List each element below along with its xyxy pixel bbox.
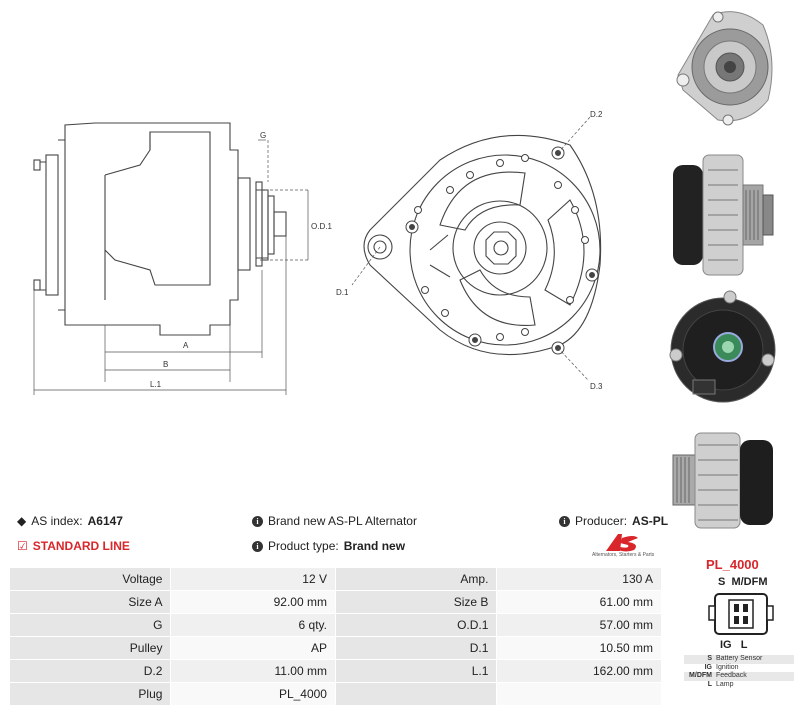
- spec-key: O.D.1: [334, 613, 498, 637]
- dim-d2-label: D.2: [590, 110, 603, 119]
- standard-line: ☑ STANDARD LINE: [17, 539, 130, 553]
- spec-value: PL_4000: [170, 682, 336, 706]
- product-type-label: Product type:: [268, 539, 339, 553]
- producer-label: Producer:: [575, 514, 628, 528]
- front-view-drawing: D.1 D.2 D.3: [336, 110, 603, 391]
- dim-d1-label: D.1: [336, 288, 349, 297]
- plug-top-pins: S M/DFM: [718, 576, 768, 588]
- dim-g-label: G: [260, 131, 266, 140]
- description: i Brand new AS-PL Alternator: [252, 514, 417, 528]
- spec-key: Voltage: [8, 567, 172, 591]
- spec-key: Size A: [8, 590, 172, 614]
- list-item: S Battery Sensor: [684, 655, 794, 664]
- legend-desc: Feedback: [716, 672, 747, 679]
- product-photo-angled: [672, 432, 773, 529]
- info-icon: i: [559, 515, 570, 527]
- legend-code: M/DFM: [689, 672, 712, 679]
- legend-desc: Ignition: [716, 663, 739, 671]
- legend-desc: Lamp: [716, 680, 734, 688]
- side-view-drawing: G O.D.1 A B L.1: [33, 122, 332, 395]
- legend-code: L: [707, 680, 712, 688]
- spec-value: 57.00 mm: [496, 613, 662, 637]
- spec-key: [334, 682, 498, 706]
- spec-key: G: [8, 613, 172, 637]
- spec-value: 11.00 mm: [170, 659, 336, 683]
- spec-value: 92.00 mm: [170, 590, 336, 614]
- dim-a-label: A: [183, 341, 189, 350]
- spec-key: L.1: [334, 659, 498, 683]
- spec-value: 162.00 mm: [496, 659, 662, 683]
- product-photo-rear: [669, 290, 776, 403]
- product-type: i Product type: Brand new: [252, 539, 405, 553]
- spec-key: D.1: [334, 636, 498, 660]
- product-type-value: Brand new: [343, 539, 406, 553]
- table-row: Plug PL_4000: [8, 682, 662, 706]
- spec-key: Pulley: [8, 636, 172, 660]
- spec-key: Plug: [8, 682, 172, 706]
- as-pl-logo: Alternators, Starters & Parts: [592, 532, 660, 560]
- spec-value: [496, 682, 662, 706]
- as-index-value: A6147: [87, 514, 123, 528]
- dim-d3-label: D.3: [590, 382, 603, 391]
- list-item: L Lamp: [684, 681, 794, 690]
- legend-code: IG: [704, 663, 712, 671]
- plug-title: PL_4000: [706, 557, 759, 572]
- check-square-icon: ☑: [17, 539, 28, 553]
- table-row: G 6 qty. O.D.1 57.00 mm: [8, 613, 662, 637]
- legend-desc: Battery Sensor: [716, 655, 763, 662]
- list-item: IG Ignition: [684, 664, 794, 673]
- table-row: Pulley AP D.1 10.50 mm: [8, 636, 662, 660]
- spec-value: 130 A: [496, 567, 662, 591]
- spec-table: Voltage 12 V Amp. 130 A Size A 92.00 mm …: [8, 567, 662, 706]
- as-index-label: AS index:: [31, 514, 83, 528]
- tags-icon: ◆: [17, 514, 27, 528]
- producer-value: AS-PL: [632, 514, 669, 528]
- spec-key: Amp.: [334, 567, 498, 591]
- plug-bottom-pins: IG L: [720, 639, 748, 651]
- spec-key: Size B: [334, 590, 498, 614]
- dim-b-label: B: [163, 360, 168, 369]
- list-item: M/DFM Feedback: [684, 672, 794, 681]
- plug-legend: S Battery Sensor IG Ignition M/DFM Feedback…: [684, 655, 794, 689]
- as-logo-mark: [606, 534, 638, 552]
- table-row: Size A 92.00 mm Size B 61.00 mm: [8, 590, 662, 614]
- table-row: D.2 11.00 mm L.1 162.00 mm: [8, 659, 662, 683]
- spec-value: 6 qty.: [170, 613, 336, 637]
- info-icon: i: [252, 515, 263, 527]
- dim-od1-label: O.D.1: [311, 222, 332, 231]
- description-text: Brand new AS-PL Alternator: [268, 514, 417, 528]
- as-index: ◆ AS index: A6147: [17, 514, 123, 528]
- spec-key: D.2: [8, 659, 172, 683]
- spec-value: 61.00 mm: [496, 590, 662, 614]
- product-photo-front: [676, 11, 773, 126]
- producer: i Producer: AS-PL: [559, 514, 668, 528]
- plug-connector-diagram: [708, 593, 774, 635]
- spec-value: AP: [170, 636, 336, 660]
- standard-line-label: STANDARD LINE: [32, 539, 130, 553]
- product-photo-side: [673, 154, 774, 276]
- brand-tagline: Alternators, Starters & Parts: [592, 552, 655, 558]
- dim-l1-label: L.1: [150, 380, 162, 389]
- legend-code: S: [707, 655, 712, 662]
- info-icon: i: [252, 540, 263, 552]
- table-row: Voltage 12 V Amp. 130 A: [8, 567, 662, 591]
- spec-value: 12 V: [170, 567, 336, 591]
- spec-value: 10.50 mm: [496, 636, 662, 660]
